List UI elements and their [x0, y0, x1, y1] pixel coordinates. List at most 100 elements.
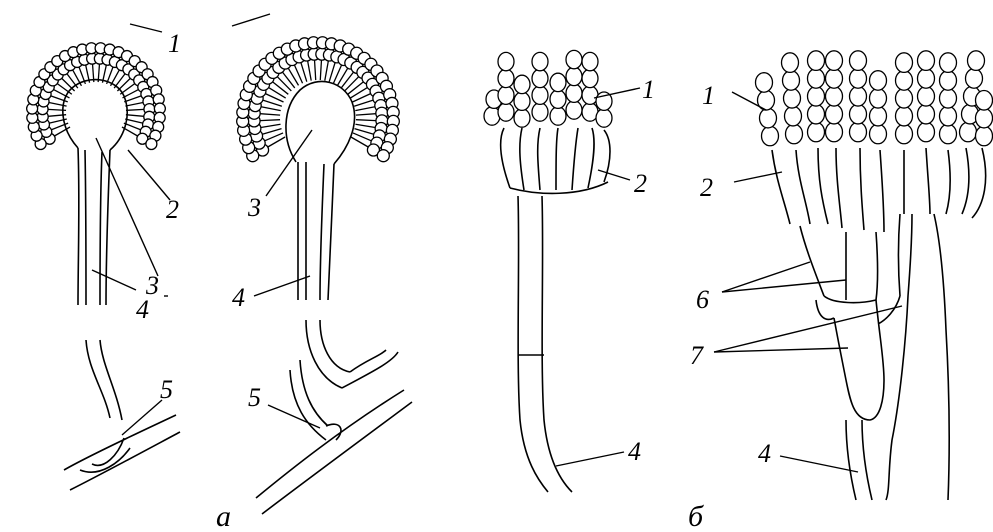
conidium	[762, 126, 779, 146]
penicillium-large-branches	[834, 214, 949, 500]
sterigma	[125, 119, 143, 123]
conidium	[514, 75, 530, 93]
conidium	[783, 71, 800, 91]
label-c-1: 1	[702, 81, 715, 110]
label-c-6: 6	[696, 285, 709, 314]
conidium	[826, 69, 843, 89]
caption-a: a	[216, 500, 231, 532]
label-b-4: 4	[628, 437, 641, 466]
sterigma	[354, 129, 373, 135]
conidium	[918, 87, 935, 107]
sterigma	[356, 120, 376, 121]
conidium	[550, 90, 566, 108]
sterigma	[341, 72, 353, 88]
sterigma	[355, 107, 375, 111]
conidium	[566, 67, 582, 85]
conidium	[826, 104, 843, 124]
conidium	[918, 104, 935, 124]
conidium	[918, 69, 935, 89]
sterigma	[126, 115, 144, 117]
sterigma	[355, 124, 375, 127]
conidium	[976, 126, 993, 146]
conidium	[850, 51, 867, 71]
label-a-5: 5	[160, 375, 173, 404]
conidium	[850, 104, 867, 124]
conidium	[498, 103, 514, 121]
sterigma	[263, 100, 282, 106]
conidium	[968, 51, 985, 71]
aspergillus-left-stipe	[78, 148, 110, 305]
conidium	[786, 124, 803, 144]
penicillium-small-conidia	[484, 50, 612, 127]
conidium	[808, 51, 825, 71]
label-a-5b: 5	[248, 383, 261, 412]
conidium	[498, 86, 514, 104]
penicillium-large	[756, 51, 993, 500]
aspergillus-right-footcell	[256, 320, 412, 514]
label-b-1: 1	[642, 75, 655, 104]
sterigma	[325, 61, 329, 81]
sterigma	[126, 109, 144, 110]
conidium	[532, 103, 548, 121]
conidium	[918, 51, 935, 71]
conidium	[870, 124, 887, 144]
sterigma	[260, 114, 280, 115]
conidium	[870, 71, 887, 91]
label-a-3b: 3	[247, 193, 261, 222]
sterigma	[261, 124, 281, 127]
sterigma	[261, 107, 281, 111]
sterigma	[308, 61, 312, 81]
label-a-4b: 4	[232, 283, 245, 312]
caption-b: б	[688, 500, 704, 532]
conidium	[498, 52, 514, 70]
conidium	[782, 53, 799, 73]
sterigma	[356, 114, 376, 115]
conidium	[850, 122, 867, 142]
aspergillus-left-footcell	[64, 340, 180, 490]
conidium	[146, 138, 157, 149]
sterigma	[345, 77, 359, 91]
sterigma	[354, 100, 373, 106]
conidium	[514, 92, 530, 110]
conidium	[808, 69, 825, 89]
penicillium-small-phialides	[501, 128, 610, 193]
conidium	[870, 106, 887, 126]
conidium	[566, 50, 582, 68]
penicillium-small-stipe	[518, 196, 572, 492]
aspergillus-left-conidia	[27, 43, 166, 150]
conidium	[377, 150, 389, 162]
label-a-4: 4	[136, 295, 149, 324]
sterigma	[329, 63, 335, 82]
conidium	[896, 106, 913, 126]
label-b-2: 2	[634, 169, 647, 198]
conidium	[918, 122, 935, 142]
conidium	[785, 106, 802, 126]
conidium	[582, 52, 598, 70]
conidium	[826, 87, 843, 107]
conidium	[870, 89, 887, 109]
conidium	[808, 87, 825, 107]
conidium	[532, 69, 548, 87]
conidium	[940, 53, 957, 73]
conidium	[896, 89, 913, 109]
penicillium-large-phialides	[772, 148, 986, 232]
conidium	[960, 122, 977, 142]
conidium	[826, 122, 843, 142]
sterigma	[273, 82, 289, 94]
conidium	[808, 104, 825, 124]
conidium	[976, 108, 993, 128]
label-a-1: 1	[168, 29, 181, 58]
conidium	[566, 101, 582, 119]
conidium	[596, 109, 612, 127]
label-c-2: 2	[700, 173, 713, 202]
sterigma	[283, 72, 295, 88]
conidium	[850, 87, 867, 107]
conidium	[550, 73, 566, 91]
penicillium-large-metulae	[800, 226, 878, 319]
conidium	[550, 107, 566, 125]
conidium	[498, 69, 514, 87]
sterigma	[320, 60, 321, 80]
conidium	[966, 69, 983, 89]
conidium	[784, 89, 801, 109]
sterigma	[260, 120, 280, 121]
